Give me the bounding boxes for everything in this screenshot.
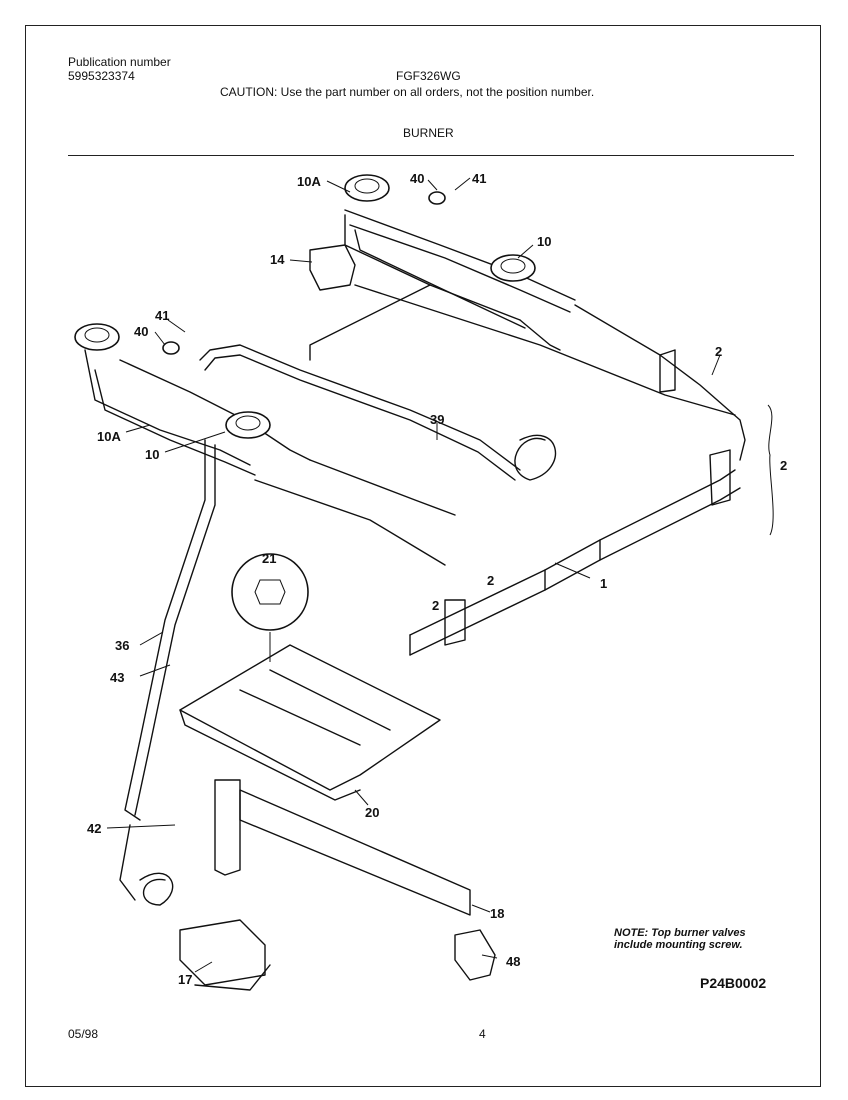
callout-2-b: 2 <box>780 458 787 473</box>
footer-page: 4 <box>479 1027 486 1041</box>
rear-burner-tube-lower <box>349 224 571 313</box>
regulator-14 <box>309 244 356 291</box>
caution-text: CAUTION: Use the part number on all orde… <box>220 85 595 99</box>
callout-2-a: 2 <box>715 344 722 359</box>
callout-18: 18 <box>490 906 504 921</box>
callout-10A-rear: 10A <box>297 174 321 189</box>
manifold-pipe <box>409 469 736 636</box>
oven-valve-17 <box>179 919 266 986</box>
callout-20: 20 <box>365 805 379 820</box>
publication-label: Publication number <box>68 55 171 69</box>
tube-43 <box>134 444 216 816</box>
burner-head-10-rear <box>490 254 536 282</box>
note-line-1: NOTE: Top burner valves <box>614 927 746 939</box>
callout-21: 21 <box>262 551 276 566</box>
callout-10-front: 10 <box>145 447 159 462</box>
callout-10-rear: 10 <box>537 234 551 249</box>
rear-gas-line <box>309 284 431 361</box>
section-title: BURNER <box>403 126 454 140</box>
manifold-bracket-right <box>709 449 731 506</box>
coil-39 <box>514 434 557 481</box>
igniter-40-rear <box>428 191 446 205</box>
publication-number: 5995323374 <box>68 69 135 83</box>
note-line-2: include mounting screw. <box>614 939 743 951</box>
burner-head-10-front <box>225 411 271 439</box>
manifold-bracket-left <box>444 599 466 646</box>
callout-10A-front: 10A <box>97 429 121 444</box>
callout-labels: 10A 40 41 14 10 41 40 10A 10 39 2 2 2 2 … <box>87 171 787 987</box>
tube-36 <box>124 439 206 821</box>
front-burner-tube <box>84 349 251 466</box>
front-manifold-line <box>199 344 521 471</box>
callout-17: 17 <box>178 972 192 987</box>
burner-head-10A-front <box>74 323 120 351</box>
callout-41-rear: 41 <box>472 171 486 186</box>
drawing-code: P24B0002 <box>700 975 767 991</box>
callout-2-c: 2 <box>487 573 494 588</box>
oven-burner-18 <box>239 789 471 916</box>
callout-42: 42 <box>87 821 101 836</box>
callout-40-rear: 40 <box>410 171 424 186</box>
igniter-40-front <box>162 341 180 355</box>
deflector-20 <box>179 644 441 791</box>
header-divider <box>68 155 794 156</box>
callout-41-front: 41 <box>155 308 169 323</box>
burner-head-10A-rear <box>344 174 390 202</box>
callout-48: 48 <box>506 954 520 969</box>
right-manifold-line <box>574 304 746 461</box>
model-number: FGF326WG <box>396 69 461 83</box>
page-frame <box>25 25 821 1087</box>
detail-circle-21 <box>231 553 309 631</box>
bracket-48 <box>454 929 496 981</box>
rear-burner-tube <box>344 209 576 301</box>
coil-17 <box>139 872 174 906</box>
callout-43: 43 <box>110 670 124 685</box>
callout-14: 14 <box>270 252 285 267</box>
callout-2-d: 2 <box>432 598 439 613</box>
note-text: NOTE: Top burner valves include mounting… <box>614 927 746 951</box>
callout-40-front: 40 <box>134 324 148 339</box>
callout-1: 1 <box>600 576 607 591</box>
callout-36: 36 <box>115 638 129 653</box>
callout-39: 39 <box>430 412 444 427</box>
footer-date: 05/98 <box>68 1027 99 1041</box>
brace-2 <box>767 404 774 536</box>
